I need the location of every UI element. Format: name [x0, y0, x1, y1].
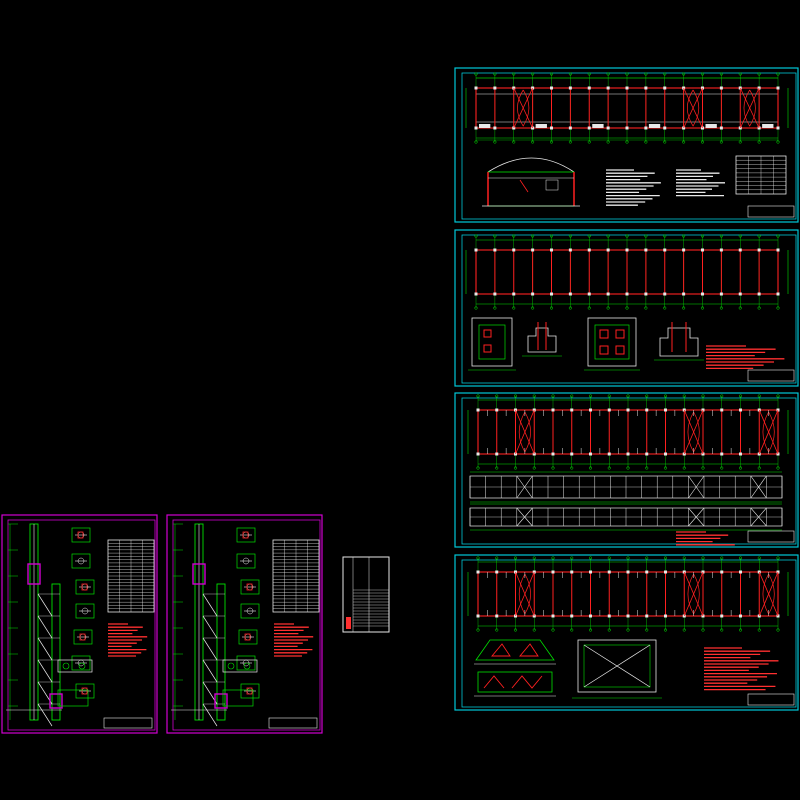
title-block [103, 717, 153, 729]
title-block [747, 205, 795, 218]
drawing-index-sheet[interactable] [342, 556, 390, 633]
footing-section-1 [522, 322, 562, 357]
sheet-inner-frame [461, 559, 797, 708]
connection-details [222, 527, 260, 707]
drawing-sheet-3[interactable] [454, 392, 799, 548]
title-block [747, 369, 795, 382]
title-block [747, 530, 795, 543]
drawing-sheet-5[interactable] [1, 514, 158, 734]
member-table [272, 539, 320, 613]
truss-detail-bottom [474, 671, 556, 697]
general-notes [606, 169, 725, 206]
index-table-frame [342, 556, 390, 633]
foundation-notes [706, 345, 785, 370]
sheet-inner-frame [461, 234, 797, 384]
detail-notes [108, 623, 148, 657]
member-table [107, 539, 155, 613]
roof-plan [467, 556, 789, 632]
column-plan [467, 394, 789, 470]
drawing-sheet-4[interactable] [454, 554, 799, 711]
truss-detail-top [474, 639, 556, 665]
foundation-plan [465, 234, 789, 310]
roof-notes [704, 647, 779, 691]
footing-section-2 [654, 322, 704, 361]
detail-notes [274, 623, 314, 657]
bracing-elevation-b [469, 503, 783, 531]
index-table-grid [346, 557, 389, 632]
cross-section-elevation [482, 157, 580, 207]
drawing-sheet-6[interactable] [166, 514, 323, 734]
sheet-inner-frame [7, 519, 156, 731]
sheet-inner-frame [172, 519, 321, 731]
footing-detail-2 [584, 317, 640, 371]
sheet-inner-frame [461, 397, 797, 545]
sheet-outer-frame [166, 514, 323, 734]
sheet-outer-frame [454, 67, 799, 223]
sheet-outer-frame [454, 392, 799, 548]
drawing-sheet-1[interactable] [454, 67, 799, 223]
connection-details [57, 527, 95, 707]
bracing-notes [676, 531, 735, 546]
sheet-outer-frame [454, 554, 799, 711]
column-elevation [171, 523, 228, 727]
bracing-panel-detail [572, 639, 662, 699]
title-block [268, 717, 318, 729]
sheet-inner-frame [461, 72, 797, 220]
footing-detail-1 [468, 317, 516, 371]
column-elevation [6, 523, 63, 727]
sheet-outer-frame [454, 229, 799, 387]
title-block [747, 693, 795, 706]
bracing-elevation-a [469, 471, 783, 503]
material-table [735, 155, 787, 195]
drawing-sheet-2[interactable] [454, 229, 799, 387]
sheet-outer-frame [1, 514, 158, 734]
building-plan [465, 72, 789, 144]
